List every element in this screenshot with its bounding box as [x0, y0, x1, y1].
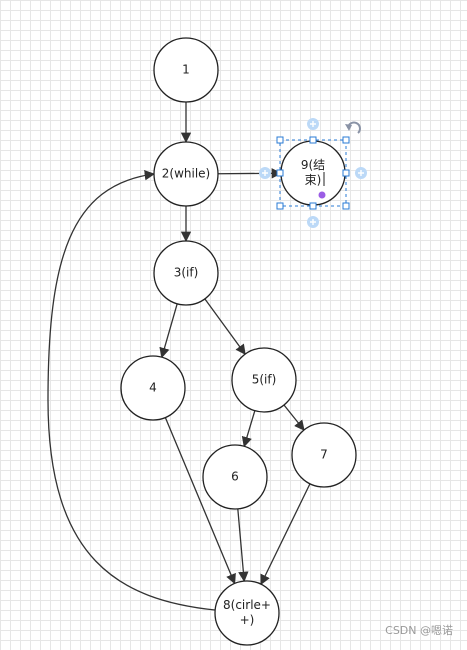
node-label: +)	[240, 613, 255, 627]
resize-handle[interactable]	[276, 136, 284, 144]
node-n3[interactable]: 3(if)	[153, 240, 219, 306]
watermark: CSDN @嗯诺	[385, 624, 453, 637]
resize-handle[interactable]	[342, 202, 350, 210]
node-circle[interactable]	[153, 141, 219, 207]
connection-handle[interactable]	[307, 216, 319, 228]
resize-handle[interactable]	[276, 169, 284, 177]
selection-overlay	[259, 118, 367, 228]
node-label: 6	[231, 470, 239, 484]
node-circle[interactable]	[231, 347, 297, 413]
node-circle[interactable]	[153, 240, 219, 306]
nodes: 1 2(while) 3(if) 4 5(if) 6 7 8(cirle++) 9(结束)	[120, 37, 357, 646]
node-n4[interactable]: 4	[120, 355, 186, 421]
resize-handle[interactable]	[276, 202, 284, 210]
resize-handle[interactable]	[309, 136, 317, 144]
edge-n3-n5[interactable]	[204, 298, 246, 355]
rotate-icon-head[interactable]	[345, 124, 352, 131]
text-handle-dot[interactable]	[318, 191, 326, 199]
node-n7[interactable]: 7	[291, 422, 357, 488]
node-label: 5(if)	[252, 373, 277, 387]
resize-handle[interactable]	[342, 136, 350, 144]
node-circle[interactable]	[291, 422, 357, 488]
edges	[47, 102, 311, 611]
edge-n5-n6[interactable]	[241, 410, 256, 448]
node-circle[interactable]	[202, 444, 268, 510]
edge-n4-n8[interactable]	[164, 417, 236, 585]
edge-n6-n8[interactable]	[237, 508, 249, 583]
edge-n7-n8[interactable]	[260, 483, 311, 586]
node-label: 7	[320, 448, 328, 462]
edge-n8-n2[interactable]	[47, 170, 216, 611]
node-circle[interactable]	[214, 580, 280, 646]
node-label: 束)	[305, 173, 322, 187]
node-n1[interactable]: 1	[153, 37, 219, 103]
node-label: 1	[182, 63, 190, 77]
node-n9[interactable]: 9(结束)	[280, 140, 346, 206]
node-n5[interactable]: 5(if)	[231, 347, 297, 413]
node-label: 9(结	[301, 158, 325, 172]
node-n6[interactable]: 6	[202, 444, 268, 510]
node-n8[interactable]: 8(cirle++)	[214, 580, 280, 646]
connection-handle[interactable]	[355, 167, 367, 179]
node-circle[interactable]	[120, 355, 186, 421]
node-label: 2(while)	[162, 167, 210, 181]
edge-n5-n7[interactable]	[283, 404, 305, 431]
node-label: 4	[149, 381, 157, 395]
node-label: 8(cirle+	[223, 598, 271, 612]
resize-handle[interactable]	[342, 169, 350, 177]
connection-handle[interactable]	[307, 118, 319, 130]
edge-n3-n4[interactable]	[159, 303, 178, 359]
connection-handle[interactable]	[259, 167, 271, 179]
node-label: 3(if)	[174, 266, 199, 280]
node-n2[interactable]: 2(while)	[153, 141, 219, 207]
resize-handle[interactable]	[309, 202, 317, 210]
node-circle[interactable]	[153, 37, 219, 103]
